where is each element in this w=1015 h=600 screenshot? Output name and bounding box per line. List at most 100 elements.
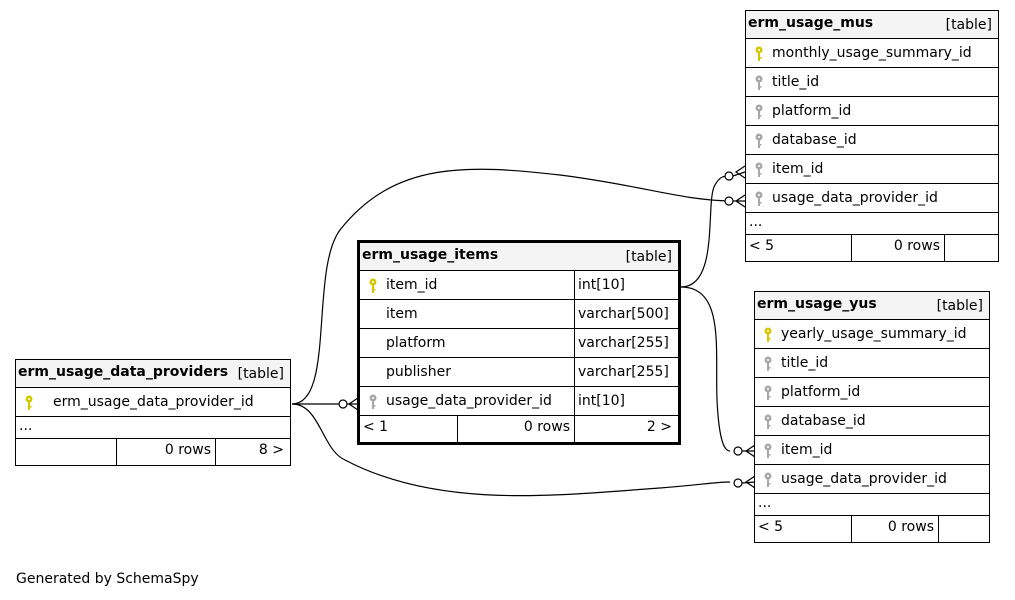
primary-key-icon [24, 395, 34, 411]
edge-providers-to-mus [291, 168, 731, 405]
column-type: int[10] [574, 387, 625, 415]
crow-foot [733, 194, 746, 208]
column-name: usage_data_provider_id [386, 393, 552, 409]
children-count[interactable]: 2 > [574, 416, 678, 442]
children-count[interactable] [944, 235, 998, 261]
parents-count[interactable] [16, 439, 116, 465]
column-type: varchar[500] [574, 300, 669, 328]
primary-key-icon [754, 46, 764, 62]
column-name: usage_data_provider_id [772, 190, 938, 206]
table-header: erm_usage_data_providers [table] [16, 360, 290, 388]
crow-foot [732, 165, 746, 179]
more-columns-ellipsis: ... [755, 494, 989, 516]
foreign-key-icon [754, 191, 764, 207]
crow-foot [741, 475, 756, 489]
column-row[interactable]: item varchar[500] [360, 300, 678, 329]
column-name: monthly_usage_summary_id [772, 45, 972, 61]
optional-marker [733, 478, 743, 488]
column-row[interactable]: yearly_usage_summary_id [755, 320, 989, 349]
column-name: item_id [386, 277, 438, 293]
edge-items-to-yus [680, 286, 731, 452]
children-count[interactable] [938, 516, 989, 542]
column-row[interactable]: item_id int[10] [360, 271, 678, 300]
row-count: 0 rows [851, 516, 938, 542]
foreign-key-icon [754, 75, 764, 91]
table-footer: < 1 0 rows 2 > [360, 416, 678, 442]
column-row[interactable]: platform_id [755, 378, 989, 407]
column-type: varchar[255] [574, 329, 669, 357]
foreign-key-icon [763, 385, 773, 401]
column-row[interactable]: usage_data_provider_id [746, 184, 998, 213]
table-erm-usage-yus[interactable]: erm_usage_yus [table] yearly_usage_summa… [754, 291, 990, 543]
parents-count[interactable]: < 5 [749, 238, 775, 254]
crow-foot-markers [338, 165, 756, 489]
column-row[interactable]: usage_data_provider_id int[10] [360, 387, 678, 416]
parents-count[interactable]: < 1 [363, 419, 389, 435]
more-columns-ellipsis: ... [16, 417, 290, 439]
optional-marker [724, 196, 734, 206]
primary-key-icon [368, 278, 378, 294]
column-row[interactable]: item_id [746, 155, 998, 184]
column-row[interactable]: title_id [746, 68, 998, 97]
parents-count[interactable]: < 5 [758, 519, 784, 535]
table-name: erm_usage_items [362, 247, 499, 263]
table-erm-usage-data-providers[interactable]: erm_usage_data_providers [table] erm_usa… [15, 359, 291, 466]
column-name: platform_id [772, 103, 852, 119]
column-name: usage_data_provider_id [781, 471, 947, 487]
foreign-key-icon [368, 394, 378, 410]
column-name: platform_id [781, 384, 861, 400]
column-name: publisher [386, 364, 451, 380]
optional-marker [733, 446, 743, 456]
table-type: [table] [936, 298, 983, 314]
column-name: item [386, 306, 418, 322]
column-row[interactable]: erm_usage_data_provider_id [16, 388, 290, 417]
row-count: 0 rows [116, 439, 215, 465]
column-type: int[10] [574, 271, 625, 299]
column-name: yearly_usage_summary_id [781, 326, 967, 342]
table-name: erm_usage_data_providers [18, 364, 229, 380]
row-count: 0 rows [457, 416, 574, 442]
table-header: erm_usage_yus [table] [755, 292, 989, 320]
column-row[interactable]: monthly_usage_summary_id [746, 39, 998, 68]
optional-marker [338, 399, 348, 409]
table-name: erm_usage_mus [748, 15, 874, 31]
table-erm-usage-items[interactable]: erm_usage_items [table] item_id int[10] … [357, 240, 681, 445]
crow-foot [742, 444, 756, 458]
row-count: 0 rows [851, 235, 944, 261]
more-columns-ellipsis: ... [746, 213, 998, 235]
column-row[interactable]: platform varchar[255] [360, 329, 678, 358]
foreign-key-icon [763, 356, 773, 372]
column-row[interactable]: title_id [755, 349, 989, 378]
column-row[interactable]: usage_data_provider_id [755, 465, 989, 494]
column-name: platform [386, 335, 446, 351]
crow-foot [347, 397, 359, 411]
table-erm-usage-mus[interactable]: erm_usage_mus [table] monthly_usage_summ… [745, 10, 999, 262]
column-row[interactable]: database_id [755, 407, 989, 436]
foreign-key-icon [763, 472, 773, 488]
edge-providers-to-yus [291, 403, 731, 497]
table-type: [table] [237, 366, 284, 382]
table-footer: 0 rows 8 > [16, 439, 290, 465]
foreign-key-icon [754, 162, 764, 178]
column-row[interactable]: platform_id [746, 97, 998, 126]
column-row[interactable]: publisher varchar[255] [360, 358, 678, 387]
table-name: erm_usage_yus [757, 296, 877, 312]
optional-marker [724, 171, 734, 181]
column-row[interactable]: database_id [746, 126, 998, 155]
column-row[interactable]: item_id [755, 436, 989, 465]
column-name: item_id [772, 161, 824, 177]
table-type: [table] [945, 17, 992, 33]
column-type: varchar[255] [574, 358, 669, 386]
table-header: erm_usage_mus [table] [746, 11, 998, 39]
primary-key-icon [763, 327, 773, 343]
children-count[interactable]: 8 > [215, 439, 290, 465]
edge-items-to-mus [680, 175, 731, 288]
column-name: database_id [781, 413, 866, 429]
table-footer: < 5 0 rows [746, 235, 998, 261]
foreign-key-icon [754, 104, 764, 120]
column-name: database_id [772, 132, 857, 148]
column-name: title_id [772, 74, 820, 90]
table-type: [table] [625, 249, 672, 265]
foreign-key-icon [763, 443, 773, 459]
